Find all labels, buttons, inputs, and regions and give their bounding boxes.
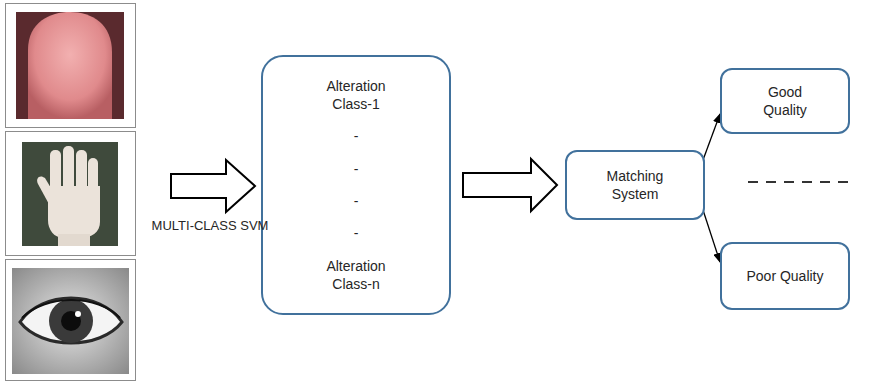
output-box: Good Quality: [720, 68, 850, 134]
block-arrow: [463, 159, 557, 211]
node-text: -: [310, 127, 402, 145]
node-text: Poor Quality: [745, 267, 825, 285]
node-text: Good Quality: [745, 83, 825, 119]
node-text: -: [310, 192, 402, 210]
arrow-line: [703, 210, 720, 262]
node-text: Matching System: [592, 167, 678, 203]
palm-image: [6, 132, 136, 256]
node-text: Alteration Class-1: [310, 77, 402, 113]
node-text: -: [310, 224, 402, 242]
node-text: Alteration Class-n: [310, 257, 402, 293]
arrow-line: [703, 114, 720, 160]
process-box: Matching System: [565, 150, 705, 220]
method-label: MULTI-CLASS SVM: [150, 217, 270, 235]
node-text: -: [310, 160, 402, 178]
ellipsis-dashes: [748, 181, 852, 183]
output-box: Poor Quality: [720, 242, 850, 310]
block-arrow: [171, 160, 255, 212]
fingerprint-image: [6, 4, 136, 128]
iris-image: [6, 260, 136, 381]
class-box: Alteration Class-1 - - - - Alteration Class-n: [261, 55, 451, 315]
